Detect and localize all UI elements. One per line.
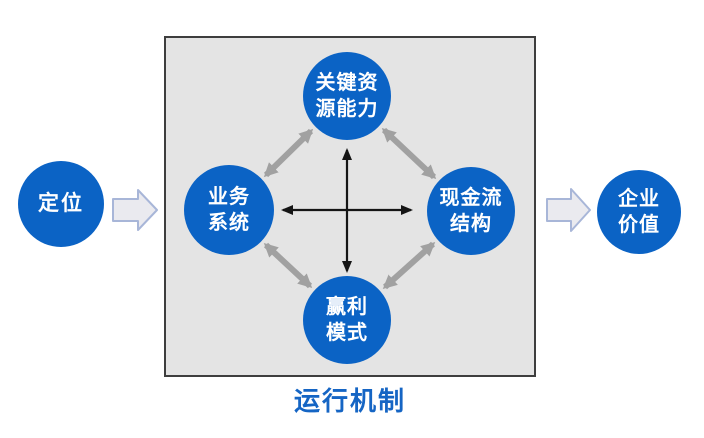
- node-business-system: 业务 系统: [184, 165, 274, 255]
- node-positioning: 定位: [18, 161, 104, 247]
- node-key-resources: 关键资 源能力: [303, 52, 391, 140]
- node-label-line: 定位: [38, 192, 84, 215]
- node-label-line: 结构: [450, 213, 492, 235]
- node-profit-model: 赢利 模式: [303, 276, 391, 364]
- mechanism-label: 运行机制: [293, 386, 406, 416]
- node-label-line: 系统: [208, 212, 250, 234]
- node-label-line: 模式: [326, 322, 368, 344]
- node-label-line: 价值: [618, 214, 660, 236]
- node-label-line: 赢利: [326, 296, 368, 318]
- node-label-line: 企业: [618, 188, 660, 210]
- node-label-line: 现金流: [439, 187, 503, 209]
- flow-arrow-right-icon: [546, 188, 591, 232]
- node-enterprise-value: 企业 价值: [597, 170, 681, 254]
- node-label-line: 源能力: [315, 98, 379, 120]
- node-cashflow-structure: 现金流 结构: [427, 167, 515, 255]
- node-label-line: 关键资: [315, 72, 379, 94]
- node-label-line: 业务: [208, 186, 250, 208]
- flow-arrow-left-icon: [112, 189, 158, 231]
